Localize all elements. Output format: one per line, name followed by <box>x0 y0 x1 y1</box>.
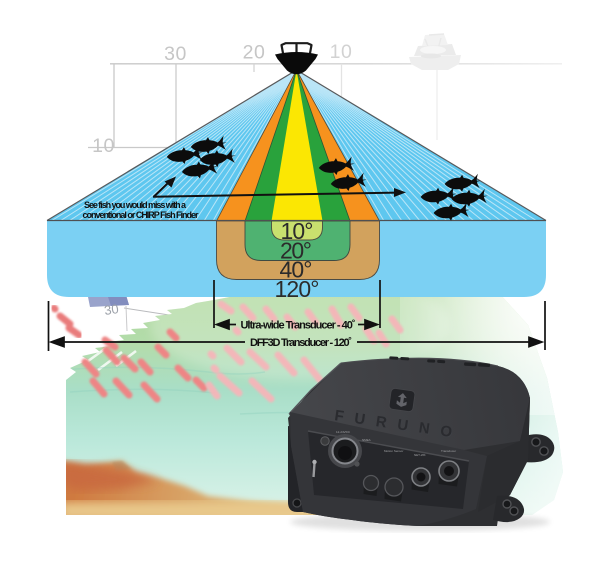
svg-text:20°: 20° <box>280 238 312 264</box>
svg-text:DFF3D Transducer - 120˚: DFF3D Transducer - 120˚ <box>250 337 352 349</box>
svg-text:30: 30 <box>164 43 187 65</box>
svg-text:NMEA: NMEA <box>362 438 371 442</box>
svg-text:Motion Sensor: Motion Sensor <box>384 449 403 453</box>
svg-text:120°: 120° <box>275 276 320 302</box>
svg-text:20: 20 <box>243 42 266 64</box>
svg-text:40°: 40° <box>280 257 313 283</box>
svg-text:10: 10 <box>330 41 353 63</box>
svg-text:12-24VDC: 12-24VDC <box>336 430 351 434</box>
svg-text:conventional or CHIRP Fish Fin: conventional or CHIRP Fish Finder <box>83 210 199 220</box>
svg-text:See fish you would miss with a: See fish you would miss with a <box>84 200 187 210</box>
svg-text:10°: 10° <box>281 218 314 244</box>
svg-text:NET-WK: NET-WK <box>414 453 426 457</box>
svg-text:Ultra-wide Transducer - 40˚: Ultra-wide Transducer - 40˚ <box>241 320 356 332</box>
svg-text:10: 10 <box>92 135 115 157</box>
svg-text:Transducer: Transducer <box>441 449 456 453</box>
svg-text:30: 30 <box>103 301 119 318</box>
